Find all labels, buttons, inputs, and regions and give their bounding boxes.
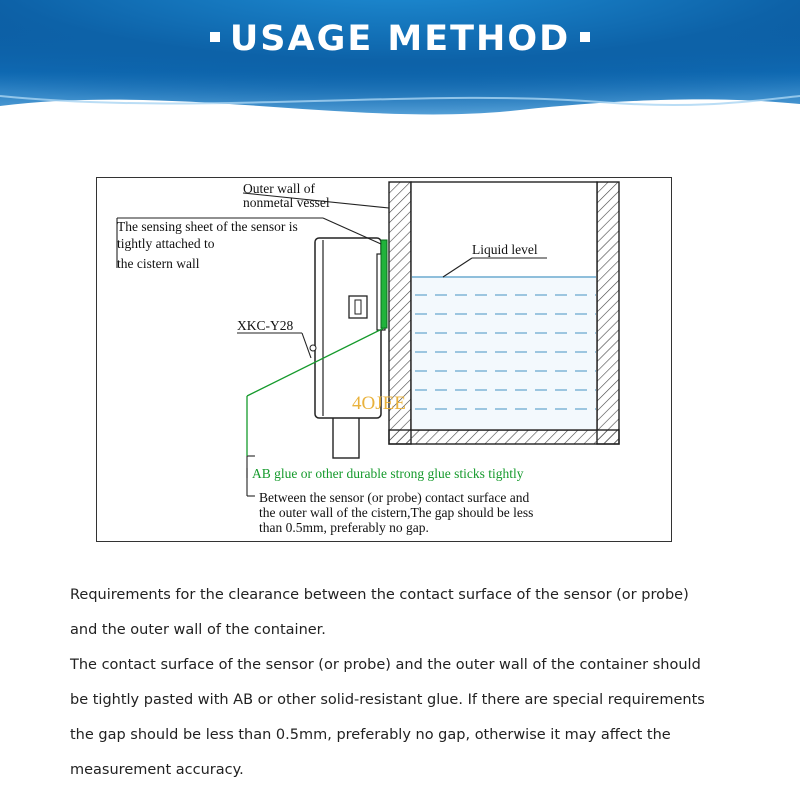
label-sensing-line2: tightly attached to bbox=[117, 236, 215, 251]
label-sensing-line1: The sensing sheet of the sensor is bbox=[117, 219, 298, 234]
label-model: XKC-Y28 bbox=[237, 318, 294, 333]
liquid bbox=[412, 276, 596, 429]
label-outer-wall-line1: Outer wall of bbox=[243, 181, 315, 196]
description-line-5: the gap should be less than 0.5mm, prefe… bbox=[70, 727, 671, 743]
title-square-right-icon bbox=[580, 32, 591, 42]
header-banner: USAGE METHOD bbox=[0, 0, 800, 130]
title-square-left-icon bbox=[209, 32, 220, 42]
leader-lines bbox=[116, 192, 547, 497]
page-title: USAGE METHOD bbox=[0, 14, 800, 64]
label-sensing-line3: the cistern wall bbox=[117, 256, 200, 271]
label-outer-wall-line2: nonmetal vessel bbox=[243, 195, 330, 210]
sensor-body bbox=[309, 237, 388, 459]
diagram-drawing bbox=[116, 181, 620, 497]
description-line-2: and the outer wall of the container. bbox=[70, 622, 326, 638]
description-line-6: measurement accuracy. bbox=[70, 762, 244, 778]
label-gap-line3: than 0.5mm, preferably no gap. bbox=[259, 520, 429, 535]
watermark-text: 4OJEE bbox=[352, 393, 406, 414]
banner-wave-decoration bbox=[0, 95, 800, 130]
description-line-1: Requirements for the clearance between t… bbox=[70, 587, 689, 603]
label-liquid-level: Liquid level bbox=[472, 242, 538, 257]
label-gap-line1: Between the sensor (or probe) contact su… bbox=[259, 490, 530, 505]
description-line-4: be tightly pasted with AB or other solid… bbox=[70, 692, 705, 708]
description-line-3: The contact surface of the sensor (or pr… bbox=[70, 657, 701, 673]
installation-diagram: Outer wall of nonmetal vessel The sensin… bbox=[96, 177, 672, 542]
label-gap-line2: the outer wall of the cistern,The gap sh… bbox=[259, 505, 534, 520]
page-title-text: USAGE METHOD bbox=[229, 19, 571, 59]
label-glue: AB glue or other durable strong glue sti… bbox=[252, 466, 524, 481]
